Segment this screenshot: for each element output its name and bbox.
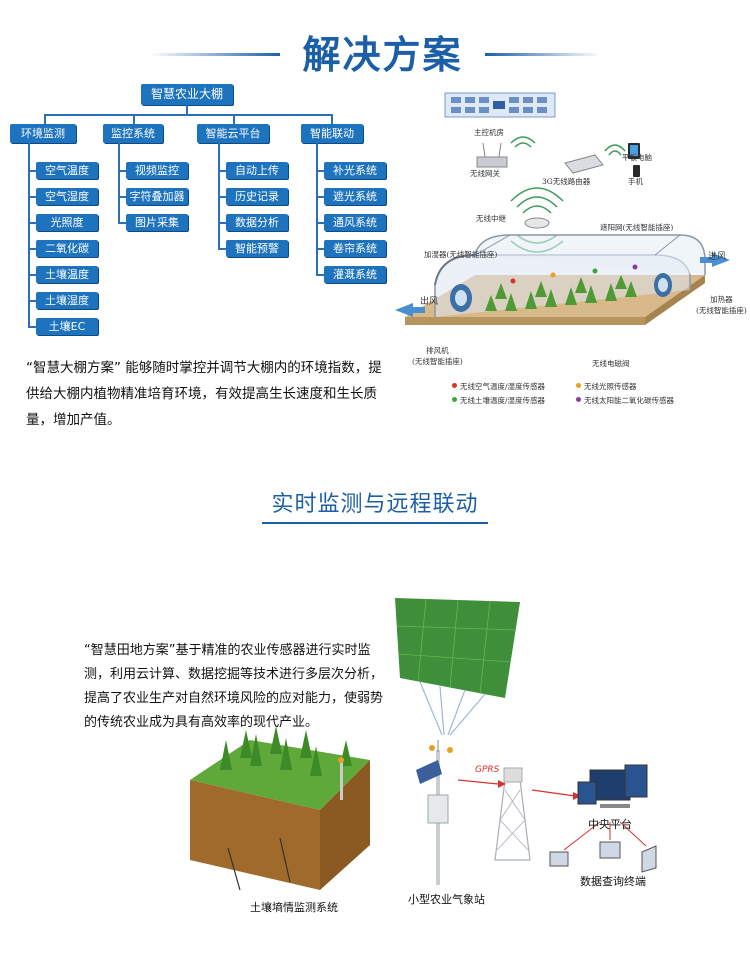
header-line-left — [150, 53, 280, 56]
legend-co2: 无线太阳能二氧化碳传感器 — [584, 396, 674, 405]
item-history: 历史记录 — [226, 188, 288, 205]
category-monitoring: 监控系统 — [103, 124, 163, 143]
greenhouse-illustration — [395, 92, 730, 325]
connector — [233, 114, 235, 124]
label-fan: 排风机 (无线智能插座) — [412, 346, 463, 366]
label-shade-net: 遮阳网(无线智能插座) — [600, 223, 674, 232]
legend-marker-co2 — [576, 397, 581, 402]
item-supplement-light: 补光系统 — [324, 162, 386, 179]
category-linkage: 智能联动 — [301, 124, 363, 143]
label-valve: 无线电磁阀 — [592, 359, 630, 368]
org-root: 智慧农业大棚 — [141, 84, 233, 105]
item-ventilation: 通风系统 — [324, 214, 386, 231]
label-central-platform: 中央平台 — [588, 818, 632, 831]
item-soil-temperature: 土壤温度 — [36, 266, 98, 283]
field-illustration — [190, 598, 657, 891]
label-wind-in: 进风 — [708, 252, 727, 262]
label-router: 3G无线路由器 — [542, 177, 591, 186]
section-title: 实时监测与远程联动 — [271, 492, 479, 517]
connector — [44, 114, 332, 116]
item-smart-alert: 智能预警 — [226, 240, 288, 257]
item-illuminance: 光照度 — [36, 214, 98, 231]
connector — [118, 143, 120, 223]
label-phone: 手机 — [628, 177, 643, 186]
label-heater: 加热器 (无线智能插座) — [696, 295, 747, 315]
label-wind-out: 出风 — [420, 297, 439, 307]
item-shading: 遮光系统 — [324, 188, 386, 205]
item-data-analysis: 数据分析 — [226, 214, 288, 231]
item-char-overlay: 字符叠加器 — [126, 188, 188, 205]
page-title: 解决方案 — [302, 33, 463, 77]
section-title-underline — [262, 522, 488, 524]
label-tablet: 平板电脑 — [622, 153, 652, 162]
item-video: 视频监控 — [126, 162, 188, 179]
legend-marker-light — [576, 383, 581, 388]
item-air-temperature: 空气温度 — [36, 162, 98, 179]
connector — [331, 114, 333, 124]
label-relay: 无线中继 — [476, 214, 506, 223]
label-soil-system: 土壤墒情监测系统 — [250, 901, 338, 914]
item-auto-upload: 自动上传 — [226, 162, 288, 179]
label-server: 主控机房 — [474, 128, 504, 137]
item-curtain: 卷帘系统 — [324, 240, 386, 257]
connector — [133, 114, 135, 124]
label-weather-station: 小型农业气象站 — [408, 893, 485, 906]
legend-air: 无线空气温度/湿度传感器 — [460, 382, 546, 391]
legend-light: 无线光照传感器 — [584, 382, 637, 391]
legend-marker-soil — [452, 397, 457, 402]
category-cloud: 智能云平台 — [197, 124, 269, 143]
item-soil-ec: 土壤EC — [36, 318, 98, 335]
connector — [28, 143, 30, 327]
connector — [186, 105, 188, 115]
field-description: “智慧田地方案”基于精准的农业传感器进行实时监测，利用云计算、数据挖掘等技术进行… — [84, 643, 384, 730]
category-environment: 环境监测 — [10, 124, 76, 143]
item-air-humidity: 空气湿度 — [36, 188, 98, 205]
header-line-right — [485, 53, 600, 56]
item-soil-humidity: 土壤湿度 — [36, 292, 98, 309]
item-irrigation: 灌溉系统 — [324, 266, 386, 283]
label-humidifier: 加湿器(无线智能插座) — [424, 250, 498, 259]
label-gateway: 无线网关 — [470, 169, 500, 178]
legend-soil: 无线土壤温度/湿度传感器 — [460, 396, 546, 405]
item-image-capture: 图片采集 — [126, 214, 188, 231]
item-co2: 二氧化碳 — [36, 240, 98, 257]
label-gprs: GPRS — [475, 765, 500, 775]
legend-marker-air — [452, 383, 457, 388]
connector — [44, 114, 46, 124]
label-query-terminal: 数据查询终端 — [580, 875, 646, 888]
connector — [316, 143, 318, 275]
greenhouse-description: “智慧大棚方案” 能够随时掌控并调节大棚内的环境指数，提供给大棚内植物精准培育环… — [26, 360, 382, 428]
